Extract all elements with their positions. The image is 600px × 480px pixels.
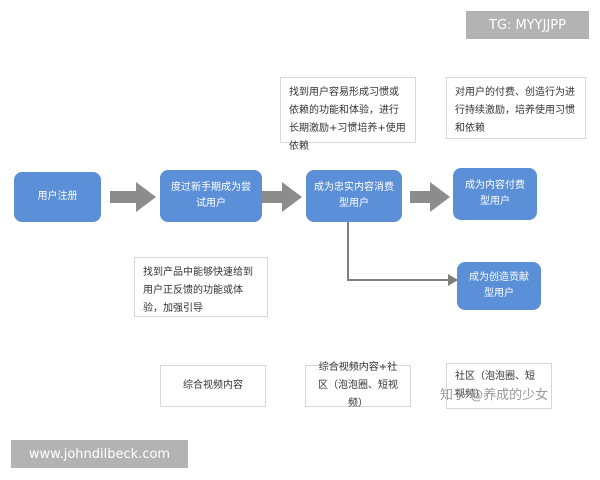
video-community-box: 综合视频内容+社区（泡泡圈、短视频） — [305, 362, 411, 409]
mixed-video-box: 综合视频内容 — [160, 365, 266, 407]
zhihu-watermark: 知乎 @养成的少女 — [440, 388, 549, 403]
loyal-label: 成为忠实内容消费型用户 — [314, 182, 394, 209]
community-label: 社区（泡泡圈、短视频） — [455, 371, 535, 400]
habit-note: 找到用户容易形成习惯或依赖的功能和体验，进行长期激励+习惯培养+使用依赖 — [280, 77, 416, 152]
tg-badge: TG: MYYJJPP — [466, 11, 589, 39]
arrow-novice-loyal — [262, 182, 302, 212]
loyal-box: 成为忠实内容消费型用户 — [306, 170, 402, 222]
site-text: www.johndilbeck.com — [28, 446, 171, 462]
arrow-loyal-paid — [410, 182, 450, 212]
novice-label: 度过新手期成为尝试用户 — [171, 182, 251, 209]
connector-loyal-creator — [347, 222, 458, 286]
guide-note: 找到产品中能够快速给到用户正反馈的功能或体验，加强引导 — [134, 257, 268, 317]
arrow-register-novice — [110, 182, 156, 212]
community-box: 社区（泡泡圈、短视频） — [446, 363, 552, 409]
pay-note: 对用户的付费、创造行为进行持续激励，培养使用习惯和依赖 — [446, 77, 586, 139]
mixed-video-label: 综合视频内容 — [183, 380, 243, 391]
guide-note-text: 找到产品中能够快速给到用户正反馈的功能或体验，加强引导 — [143, 267, 253, 314]
site-badge: www.johndilbeck.com — [11, 440, 188, 468]
paid-box: 成为内容付费型用户 — [453, 168, 537, 220]
creator-label: 成为创造贡献型用户 — [469, 272, 529, 299]
paid-label: 成为内容付费型用户 — [465, 180, 525, 207]
tg-text: TG: MYYJJPP — [489, 17, 566, 33]
pay-note-text: 对用户的付费、创造行为进行持续激励，培养使用习惯和依赖 — [455, 87, 575, 134]
creator-box: 成为创造贡献型用户 — [457, 262, 541, 310]
register-label: 用户注册 — [37, 191, 78, 202]
register-box: 用户注册 — [14, 172, 101, 222]
novice-box: 度过新手期成为尝试用户 — [160, 170, 262, 222]
video-community-label: 综合视频内容+社区（泡泡圈、短视频） — [318, 362, 398, 409]
habit-note-text: 找到用户容易形成习惯或依赖的功能和体验，进行长期激励+习惯培养+使用依赖 — [289, 87, 406, 152]
